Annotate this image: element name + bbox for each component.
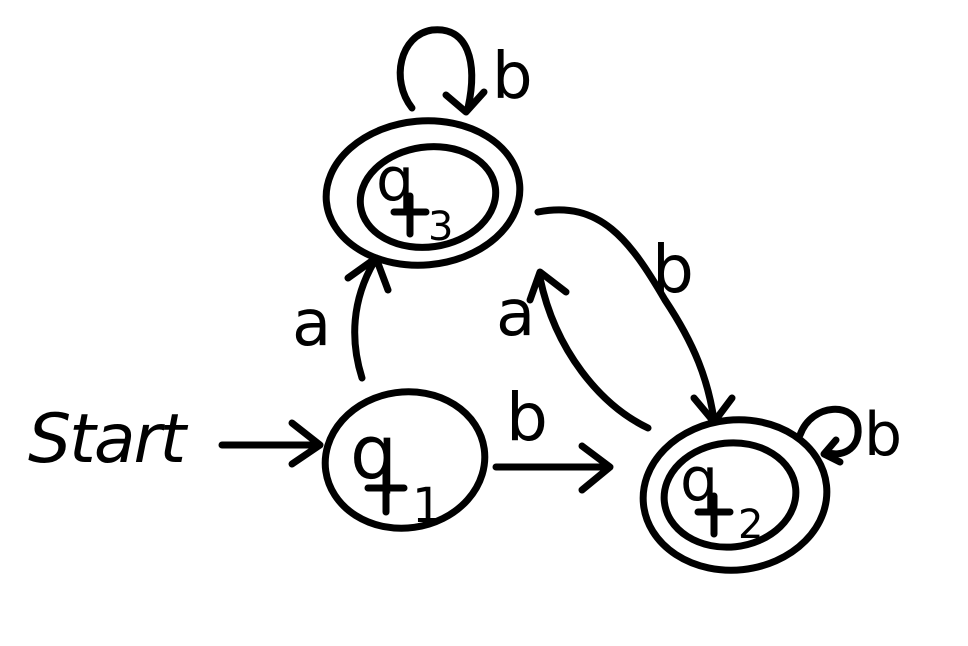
transition-q3-q2: b (534, 206, 736, 426)
transition-q3-q3: b (396, 26, 533, 116)
start-label: Start (28, 400, 188, 479)
state-q1-subscript: 1 (412, 478, 443, 534)
state-q3-outer-circle (322, 117, 524, 269)
transition-q1-q3-label: a (292, 287, 331, 361)
transition-q2-q2-label: b (864, 400, 902, 470)
state-q2-subscript: 2 (738, 502, 763, 548)
transition-q1-q2: b (492, 379, 614, 494)
state-q1: q 1 (321, 388, 489, 534)
transition-q2-q2: b (796, 400, 902, 470)
state-q3-inner-circle (356, 143, 500, 251)
transition-q1-q2-label: b (506, 379, 548, 456)
state-q2-inner-circle (660, 439, 800, 551)
state-q2-outer-circle (639, 416, 831, 574)
state-q1-letter: q (350, 410, 397, 496)
transition-q3-q2-label: b (652, 231, 694, 308)
transition-q3-q3-label: b (492, 40, 533, 114)
state-q3: q 3 (322, 117, 524, 269)
state-q2: q 2 (639, 416, 831, 574)
transition-q2-q3: a (496, 268, 652, 432)
transition-q1-q3: a (292, 254, 392, 382)
transition-q2-q3-label: a (496, 277, 535, 351)
state-q3-subscript: 3 (428, 204, 453, 250)
state-q1-circle (321, 388, 489, 532)
start-arrow (218, 419, 324, 468)
